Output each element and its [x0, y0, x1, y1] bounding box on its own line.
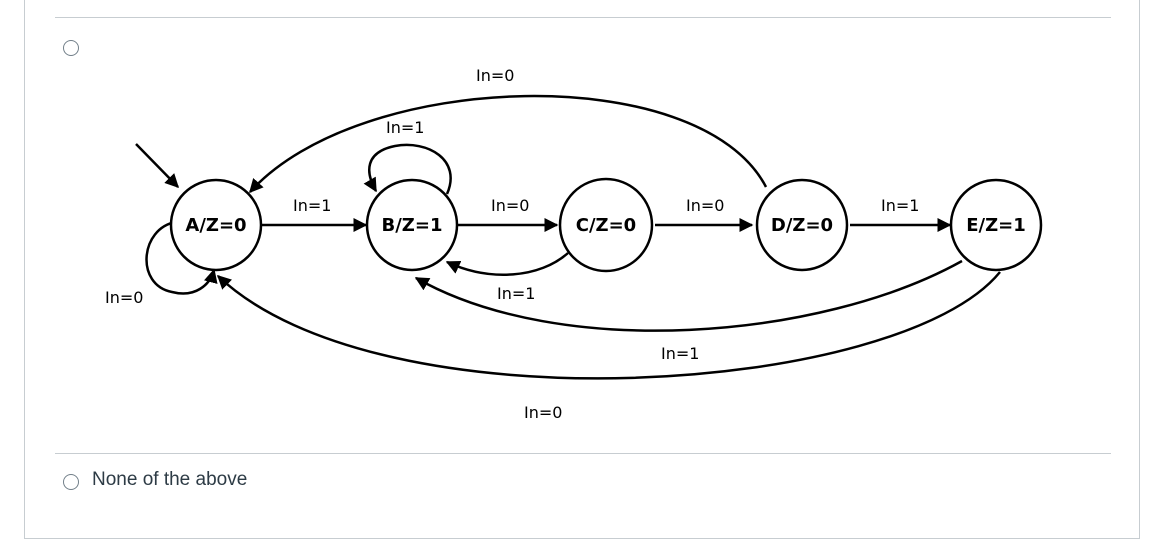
label-e-a: In=0 [524, 403, 562, 422]
label-d-e: In=1 [881, 196, 919, 215]
option-divider [55, 453, 1111, 454]
transition-e-a [216, 271, 1001, 380]
transition-a-a [145, 220, 218, 295]
state-d: D/Z=0 [755, 178, 849, 272]
label-a-a: In=0 [105, 288, 143, 307]
option-none-label[interactable]: None of the above [92, 469, 248, 490]
initial-arrow [135, 143, 179, 189]
top-divider [55, 17, 1111, 18]
transition-c-b [445, 252, 569, 276]
label-c-d: In=0 [686, 196, 724, 215]
state-c: C/Z=0 [558, 177, 654, 273]
transition-d-a [249, 94, 768, 194]
option-diagram-radio[interactable] [63, 40, 79, 56]
transition-b-b [363, 143, 452, 195]
state-e: E/Z=1 [949, 178, 1043, 272]
state-d-label: D/Z=0 [771, 215, 833, 236]
label-c-b: In=1 [497, 284, 535, 303]
state-c-label: C/Z=0 [576, 215, 636, 236]
label-b-b: In=1 [386, 118, 424, 137]
question-panel [24, 0, 1140, 539]
label-d-a: In=0 [476, 66, 514, 85]
state-b: B/Z=1 [365, 178, 459, 272]
state-e-label: E/Z=1 [966, 215, 1026, 236]
state-b-label: B/Z=1 [382, 215, 443, 236]
label-a-b: In=1 [293, 196, 331, 215]
state-a: A/Z=0 [169, 178, 263, 272]
label-b-c: In=0 [491, 196, 529, 215]
label-e-b: In=1 [661, 344, 699, 363]
transition-e-b [414, 259, 963, 332]
state-a-label: A/Z=0 [185, 215, 246, 236]
option-none-radio[interactable] [63, 474, 79, 490]
